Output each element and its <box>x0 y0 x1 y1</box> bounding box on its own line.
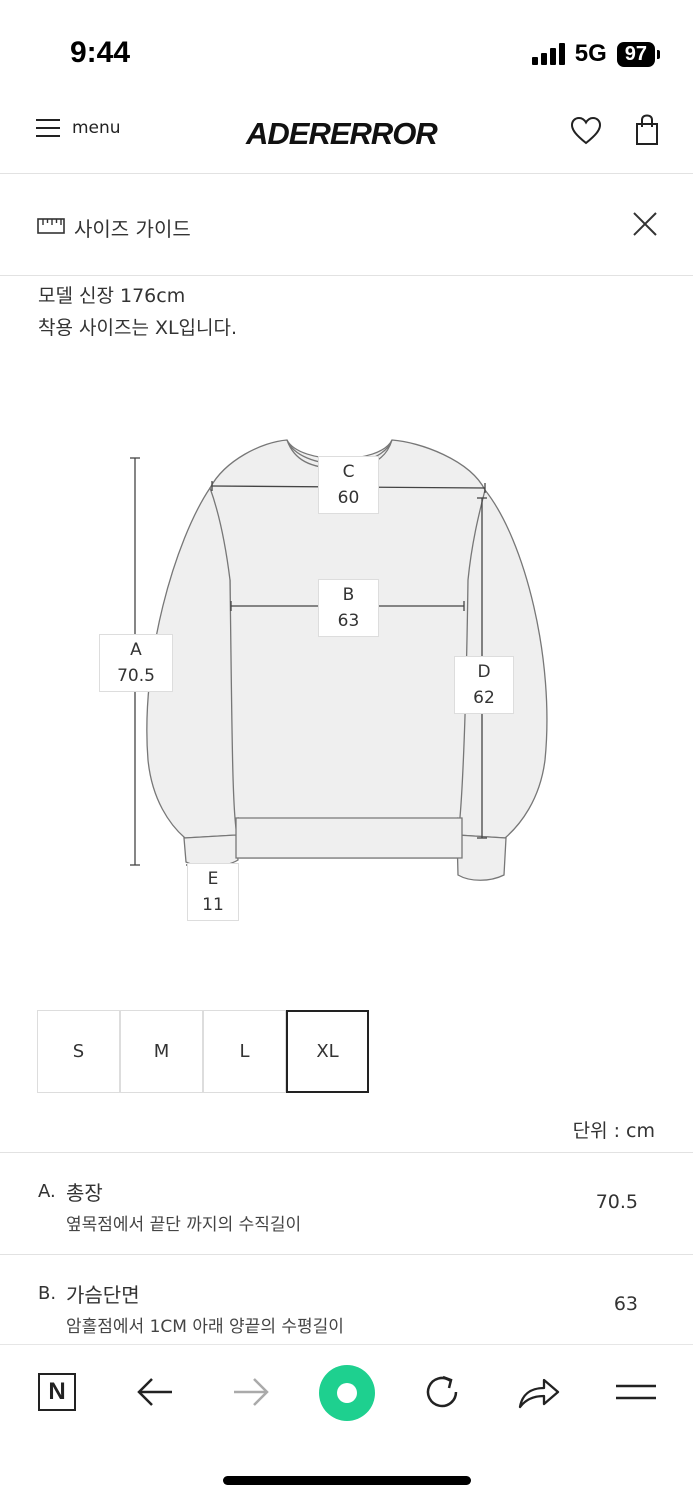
home-indicator[interactable] <box>223 1476 471 1485</box>
measurement-list: A. 총장 옆목점에서 끝단 까지의 수직길이 70.5 B. 가슴단면 암홀점… <box>0 1152 693 1356</box>
shopping-bag-icon[interactable] <box>634 114 660 146</box>
share-icon[interactable] <box>514 1367 564 1417</box>
battery-icon: 97 <box>616 41 661 67</box>
hamburger-menu-icon[interactable] <box>610 1367 660 1417</box>
measure-label-d: D 62 <box>454 656 514 714</box>
size-button-s[interactable]: S <box>37 1010 120 1093</box>
forward-arrow-icon[interactable] <box>226 1367 276 1417</box>
size-button-l[interactable]: L <box>203 1010 286 1093</box>
green-dot-icon <box>337 1383 357 1403</box>
measurement-description: 옆목점에서 끝단 까지의 수직길이 <box>66 1215 302 1235</box>
refresh-icon[interactable] <box>417 1367 467 1417</box>
measurement-name: 총장 <box>66 1181 103 1205</box>
measurement-description: 암홀점에서 1CM 아래 양끝의 수평길이 <box>66 1317 344 1337</box>
measure-label-b: B 63 <box>318 579 379 637</box>
naver-n-icon: N <box>38 1373 76 1411</box>
sweatshirt-illustration <box>130 439 548 881</box>
wishlist-heart-icon[interactable] <box>570 116 602 146</box>
menu-button[interactable]: menu <box>36 118 121 138</box>
measure-label-c: C 60 <box>318 456 379 514</box>
measure-label-e: E 11 <box>187 863 239 921</box>
brand-logo[interactable]: ADERERROR <box>246 116 438 151</box>
hamburger-icon <box>36 119 60 137</box>
measurement-letter: A. <box>38 1181 56 1202</box>
size-button-m[interactable]: M <box>120 1010 203 1093</box>
model-height: 모델 신장 176cm <box>38 285 186 307</box>
close-icon[interactable] <box>632 211 658 237</box>
model-info: 모델 신장 176cm 착용 사이즈는 XL입니다. <box>38 280 237 344</box>
green-dot-button[interactable] <box>319 1365 375 1421</box>
measurement-row: B. 가슴단면 암홀점에서 1CM 아래 양끝의 수평길이 63 <box>0 1254 693 1356</box>
garment-diagram: C 60 B 63 A 70.5 D 62 E 11 <box>0 420 693 940</box>
measurement-value: 63 <box>613 1293 638 1315</box>
signal-icon <box>531 43 565 65</box>
network-type: 5G <box>574 40 607 67</box>
browser-toolbar: N <box>0 1344 693 1500</box>
status-indicators: 5G 97 <box>531 40 661 68</box>
measurement-value: 70.5 <box>595 1191 638 1213</box>
size-guide-title: 사이즈 가이드 <box>74 217 191 241</box>
model-size: 착용 사이즈는 XL입니다. <box>38 317 238 339</box>
status-bar: 9:44 5G 97 <box>0 0 693 100</box>
site-header: menu ADERERROR <box>0 100 693 174</box>
unit-label: 단위 : cm <box>572 1120 655 1142</box>
measure-label-a: A 70.5 <box>99 634 173 692</box>
naver-home-button[interactable]: N <box>32 1367 82 1417</box>
menu-label: menu <box>72 118 121 138</box>
measurement-name: 가슴단면 <box>66 1283 140 1307</box>
back-arrow-icon[interactable] <box>130 1367 180 1417</box>
size-guide-header: 사이즈 가이드 <box>0 175 693 276</box>
ruler-icon <box>37 218 65 234</box>
measurement-row: A. 총장 옆목점에서 끝단 까지의 수직길이 70.5 <box>0 1152 693 1254</box>
size-selector: S M L XL <box>37 1010 369 1093</box>
status-time: 9:44 <box>70 36 131 69</box>
size-button-xl[interactable]: XL <box>286 1010 369 1093</box>
measurement-letter: B. <box>38 1283 57 1304</box>
